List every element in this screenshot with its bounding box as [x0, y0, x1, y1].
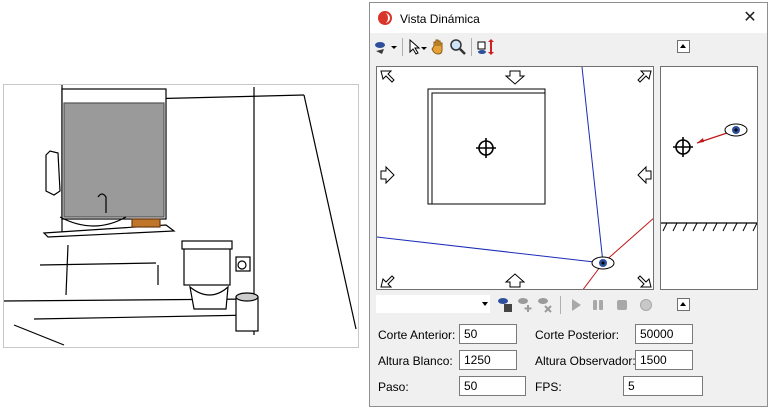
pan-down-right-arrow: [637, 275, 652, 288]
camera-add-icon[interactable]: [516, 295, 534, 315]
corte-posterior-label: Corte Posterior:: [535, 328, 620, 342]
pan-up-left-arrow: [380, 70, 395, 83]
altura-observador-label: Altura Observador:: [535, 354, 636, 368]
dialog-title: Vista Dinámica: [400, 12, 480, 26]
bathroom-render: [3, 85, 357, 346]
target-crosshair-icon: [673, 137, 693, 157]
dynamic-view-dialog: Vista Dinámica ✕: [369, 2, 768, 407]
play-icon[interactable]: [568, 295, 584, 315]
app-logo-icon: [378, 11, 392, 25]
pan-up-right-arrow: [637, 70, 652, 83]
close-button[interactable]: ✕: [743, 9, 757, 26]
altura-observador-input[interactable]: 1500: [635, 350, 693, 370]
camera-height-icon[interactable]: [476, 37, 496, 57]
pan-left-arrow: [380, 165, 395, 185]
camera-save-icon[interactable]: [496, 295, 514, 315]
observer-eye-icon: [724, 123, 748, 137]
zoom-magnifier-icon[interactable]: [449, 37, 467, 57]
3d-viewport[interactable]: [3, 84, 359, 348]
plan-view-canvas[interactable]: [376, 66, 654, 290]
altura-blanco-input[interactable]: 1250: [459, 350, 517, 370]
stop-icon[interactable]: [614, 295, 630, 315]
camera-delete-icon[interactable]: [536, 295, 554, 315]
side-view-canvas[interactable]: [660, 66, 758, 290]
fps-label: FPS:: [535, 380, 562, 394]
select-arrow-icon[interactable]: [408, 37, 428, 57]
toolbar-divider: [402, 38, 403, 56]
paso-input[interactable]: 50: [459, 376, 526, 396]
pan-right-arrow: [637, 165, 652, 185]
collapse-toolbar-button[interactable]: [677, 40, 690, 53]
fps-input[interactable]: 5: [623, 376, 703, 396]
pause-icon[interactable]: [590, 295, 606, 315]
paso-label: Paso:: [378, 380, 409, 394]
corte-posterior-input[interactable]: 50000: [635, 324, 693, 344]
pan-down-left-arrow: [380, 275, 395, 288]
corte-anterior-label: Corte Anterior:: [378, 328, 456, 342]
target-crosshair-icon: [476, 138, 496, 158]
camera-path-select[interactable]: [376, 295, 490, 313]
toolbar-divider: [471, 38, 472, 56]
observer-eye-icon: [591, 256, 615, 270]
view-mode-icon[interactable]: [374, 37, 398, 57]
corte-anterior-input[interactable]: 50: [459, 324, 517, 344]
title-bar[interactable]: Vista Dinámica ✕: [370, 3, 767, 33]
toolbar-divider: [560, 296, 561, 314]
record-icon[interactable]: [638, 295, 654, 315]
altura-blanco-label: Altura Blanco:: [378, 354, 453, 368]
pan-down-arrow: [504, 273, 526, 288]
pan-up-arrow: [504, 70, 526, 85]
pan-hand-icon[interactable]: [430, 37, 448, 57]
collapse-playback-button[interactable]: [677, 298, 690, 311]
